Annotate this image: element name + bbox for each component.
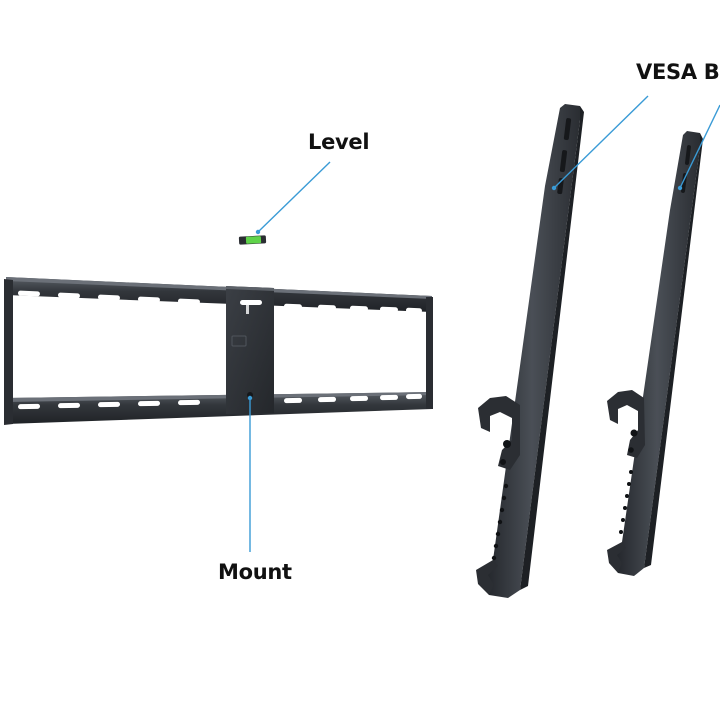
right-upright [426, 297, 433, 409]
vesa-bars-label: VESA Ba [636, 60, 720, 84]
callout-lines [247, 95, 720, 552]
left-upright [4, 279, 13, 425]
mount-label: Mount [218, 560, 292, 584]
bottom-rail-slots [18, 393, 423, 410]
top-rail-slots [17, 290, 422, 314]
vesa-bar-right-hook [607, 390, 645, 458]
vesa-callout-line-right [679, 104, 720, 189]
vesa-bar-left-hook [478, 396, 520, 470]
bubble-level [238, 235, 267, 245]
level-bubble-vial [245, 236, 262, 244]
vesa-bar-right [607, 131, 703, 576]
center-plate-slot [240, 300, 262, 305]
vesa-callout-line-left [553, 95, 649, 189]
level-callout-line [257, 161, 331, 233]
top-rail [6, 277, 432, 312]
vesa-bar-left [476, 104, 584, 598]
center-plate [226, 286, 274, 414]
wall-mount [4, 277, 433, 425]
level-label: Level [308, 130, 370, 154]
